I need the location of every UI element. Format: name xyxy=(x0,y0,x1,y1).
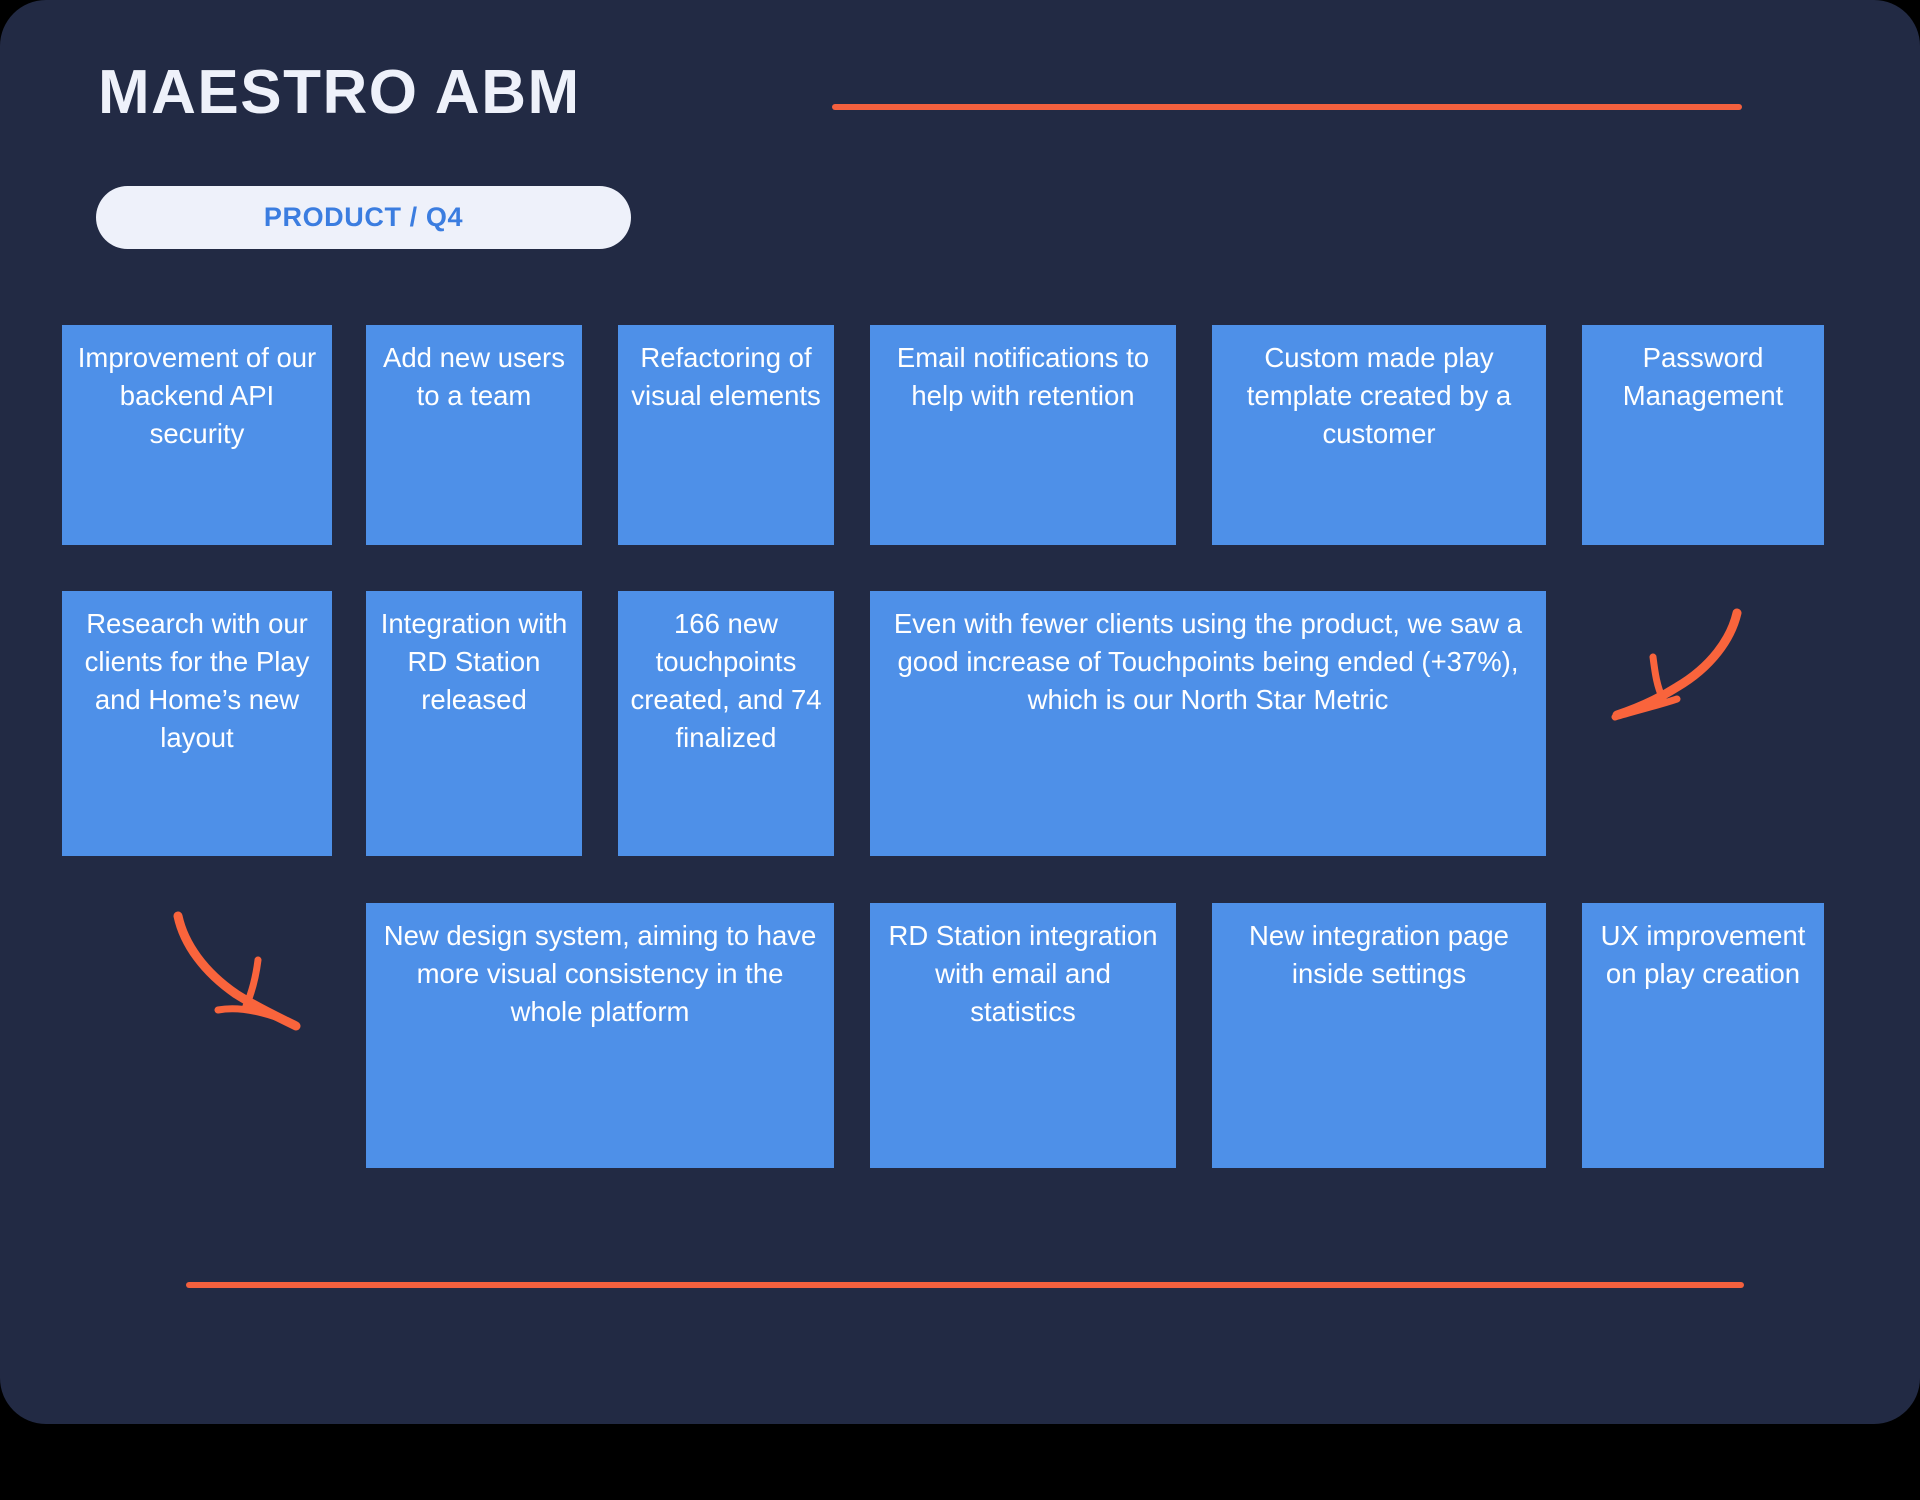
highlight-card: New design system, aiming to have more v… xyxy=(366,903,834,1168)
status-badge-label: PRODUCT / Q4 xyxy=(263,202,464,232)
highlight-card: RD Station integration with email and st… xyxy=(870,903,1176,1168)
highlight-card: Even with fewer clients using the produc… xyxy=(870,591,1546,856)
highlight-card: Password Management xyxy=(1582,325,1824,545)
page-title: MAESTRO ABM xyxy=(98,58,581,127)
title-divider-rule xyxy=(832,104,1742,110)
slide-canvas: MAESTRO ABM PRODUCT / Q4 Improvement of … xyxy=(0,0,1920,1424)
bottom-divider-rule xyxy=(186,1282,1744,1288)
highlight-card: Custom made play template created by a c… xyxy=(1212,325,1546,545)
hand-drawn-arrow-down-left-icon xyxy=(1611,608,1742,721)
highlight-card: Email notifications to help with retenti… xyxy=(870,325,1176,545)
highlight-card: New integration page inside settings xyxy=(1212,903,1546,1168)
highlight-card: UX improvement on play creation xyxy=(1582,903,1824,1168)
highlight-card: Integration with RD Station released xyxy=(366,591,582,856)
hand-drawn-arrow-down-right-icon xyxy=(173,911,301,1031)
highlight-card: 166 new touchpoints created, and 74 fina… xyxy=(618,591,834,856)
status-badge: PRODUCT / Q4 xyxy=(96,186,631,249)
highlight-card: Research with our clients for the Play a… xyxy=(62,591,332,856)
highlight-card: Add new users to a team xyxy=(366,325,582,545)
highlight-card: Refactoring of visual elements xyxy=(618,325,834,545)
highlight-card: Improvement of our backend API security xyxy=(62,325,332,545)
